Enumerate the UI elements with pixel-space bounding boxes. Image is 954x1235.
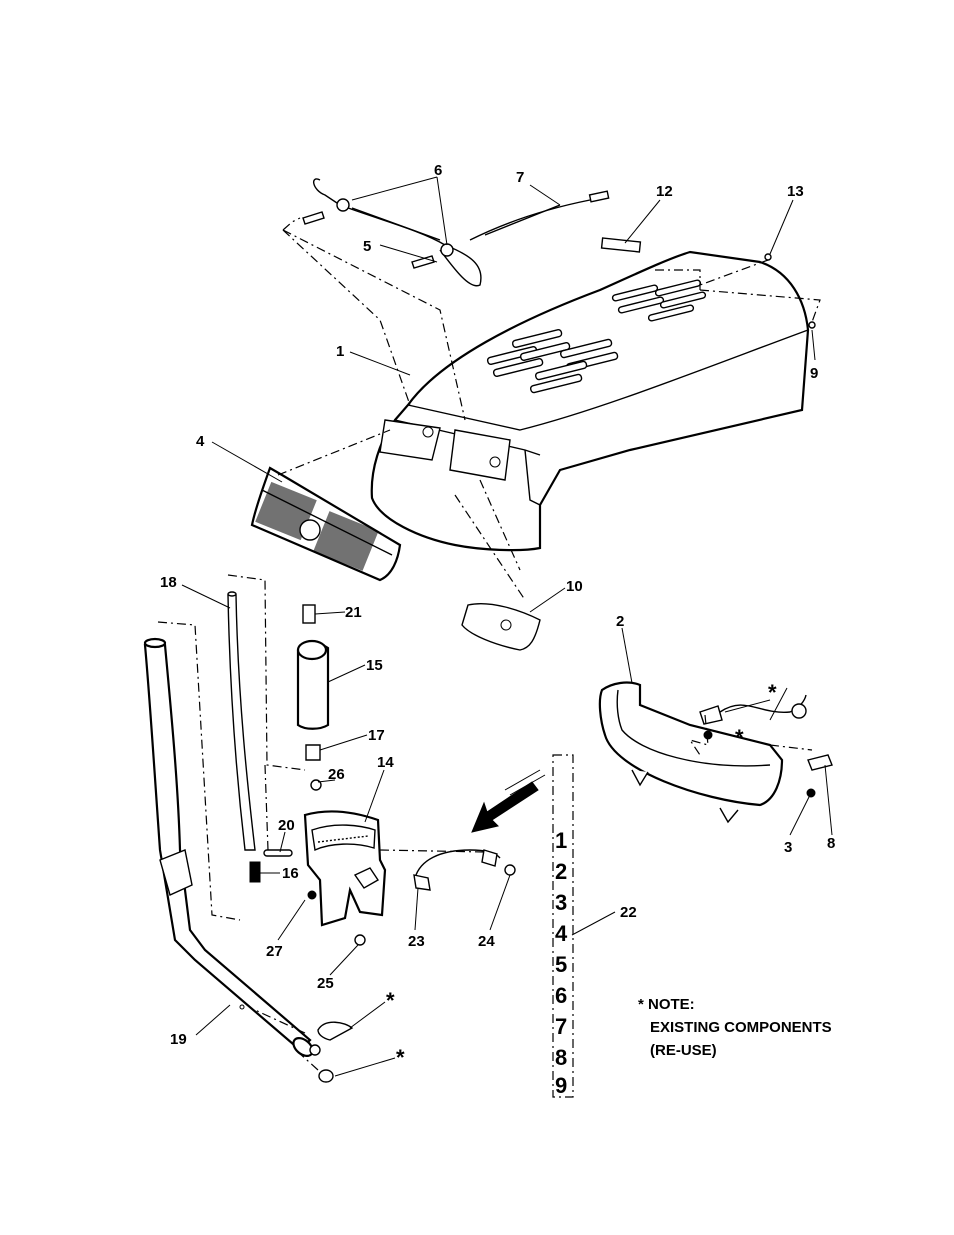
- callout-6: 6: [434, 162, 442, 179]
- lift-handle: [143, 637, 314, 1057]
- decal-digit: 8: [555, 1045, 567, 1070]
- rod-part: [227, 591, 256, 851]
- callout-8: 8: [827, 835, 835, 852]
- sleeve-part: [296, 639, 330, 730]
- callout-9: 9: [810, 365, 818, 382]
- callout-3: 3: [784, 839, 792, 856]
- bracket-part: [600, 237, 642, 253]
- reference-lines: [157, 217, 821, 1071]
- asterisk-clip: *: [386, 988, 395, 1013]
- indicator-plate: [303, 779, 387, 946]
- callout-15: 15: [366, 657, 383, 674]
- decal-digit: 2: [555, 859, 567, 884]
- decal-digit: 3: [555, 890, 567, 915]
- note-line-3: (RE-USE): [650, 1042, 717, 1059]
- decal-digit: 9: [555, 1073, 567, 1098]
- screw-9: [808, 321, 816, 329]
- callout-20: 20: [278, 817, 295, 834]
- screw-13: [764, 253, 772, 261]
- headlight-grille: [250, 466, 402, 582]
- callout-13: 13: [787, 183, 804, 200]
- callout-24: 24: [478, 933, 495, 950]
- pin-20: [263, 849, 293, 857]
- asterisk-washer: *: [396, 1045, 405, 1070]
- decal-digit: 1: [555, 828, 567, 853]
- callout-22: 22: [620, 904, 637, 921]
- spring-16: [249, 861, 261, 883]
- front-bumper: [598, 681, 833, 824]
- bushing-17: [305, 744, 321, 761]
- asterisk-bolt: *: [735, 725, 744, 750]
- pin-21: [302, 604, 316, 624]
- callout-10: 10: [566, 578, 583, 595]
- callout-25: 25: [317, 975, 334, 992]
- callout-5: 5: [363, 238, 371, 255]
- decal-digit: 7: [555, 1014, 567, 1039]
- decal-digit: 5: [555, 952, 567, 977]
- callout-18: 18: [160, 574, 177, 591]
- callout-2: 2: [616, 613, 624, 630]
- decal-digit: 4: [555, 921, 568, 946]
- hood-part: [370, 250, 810, 552]
- callout-17: 17: [368, 727, 385, 744]
- leader-lines: [181, 176, 833, 1077]
- note-heading: * NOTE:: [638, 996, 695, 1013]
- headlight-harness: [302, 178, 610, 287]
- callout-23: 23: [408, 933, 425, 950]
- decal-digit: 6: [555, 983, 567, 1008]
- callout-14: 14: [377, 754, 394, 771]
- callout-4: 4: [196, 433, 205, 450]
- callout-26: 26: [328, 766, 345, 783]
- callout-21: 21: [345, 604, 362, 621]
- note-line-2: EXISTING COMPONENTS: [650, 1019, 832, 1036]
- callout-27: 27: [266, 943, 283, 960]
- washer-part: [318, 1069, 334, 1083]
- nut-24: [504, 864, 516, 876]
- decal-strip: 1 2 3 4 5 6 7 8 9: [552, 754, 574, 1098]
- callout-12: 12: [656, 183, 673, 200]
- asterisk-harness: *: [768, 680, 777, 705]
- callout-19: 19: [170, 1031, 187, 1048]
- note-block: * NOTE: EXISTING COMPONENTS (RE-USE): [638, 996, 832, 1059]
- callout-labels: 6 7 5 12 13 9 1 4 10 2 18 21 15 17 26 14…: [160, 162, 835, 1070]
- hairpin-clip: [317, 1021, 354, 1041]
- callout-1: 1: [336, 343, 344, 360]
- direction-arrow: [471, 781, 539, 833]
- callout-16: 16: [282, 865, 299, 882]
- callout-7: 7: [516, 169, 524, 186]
- hood-vents: [486, 279, 707, 394]
